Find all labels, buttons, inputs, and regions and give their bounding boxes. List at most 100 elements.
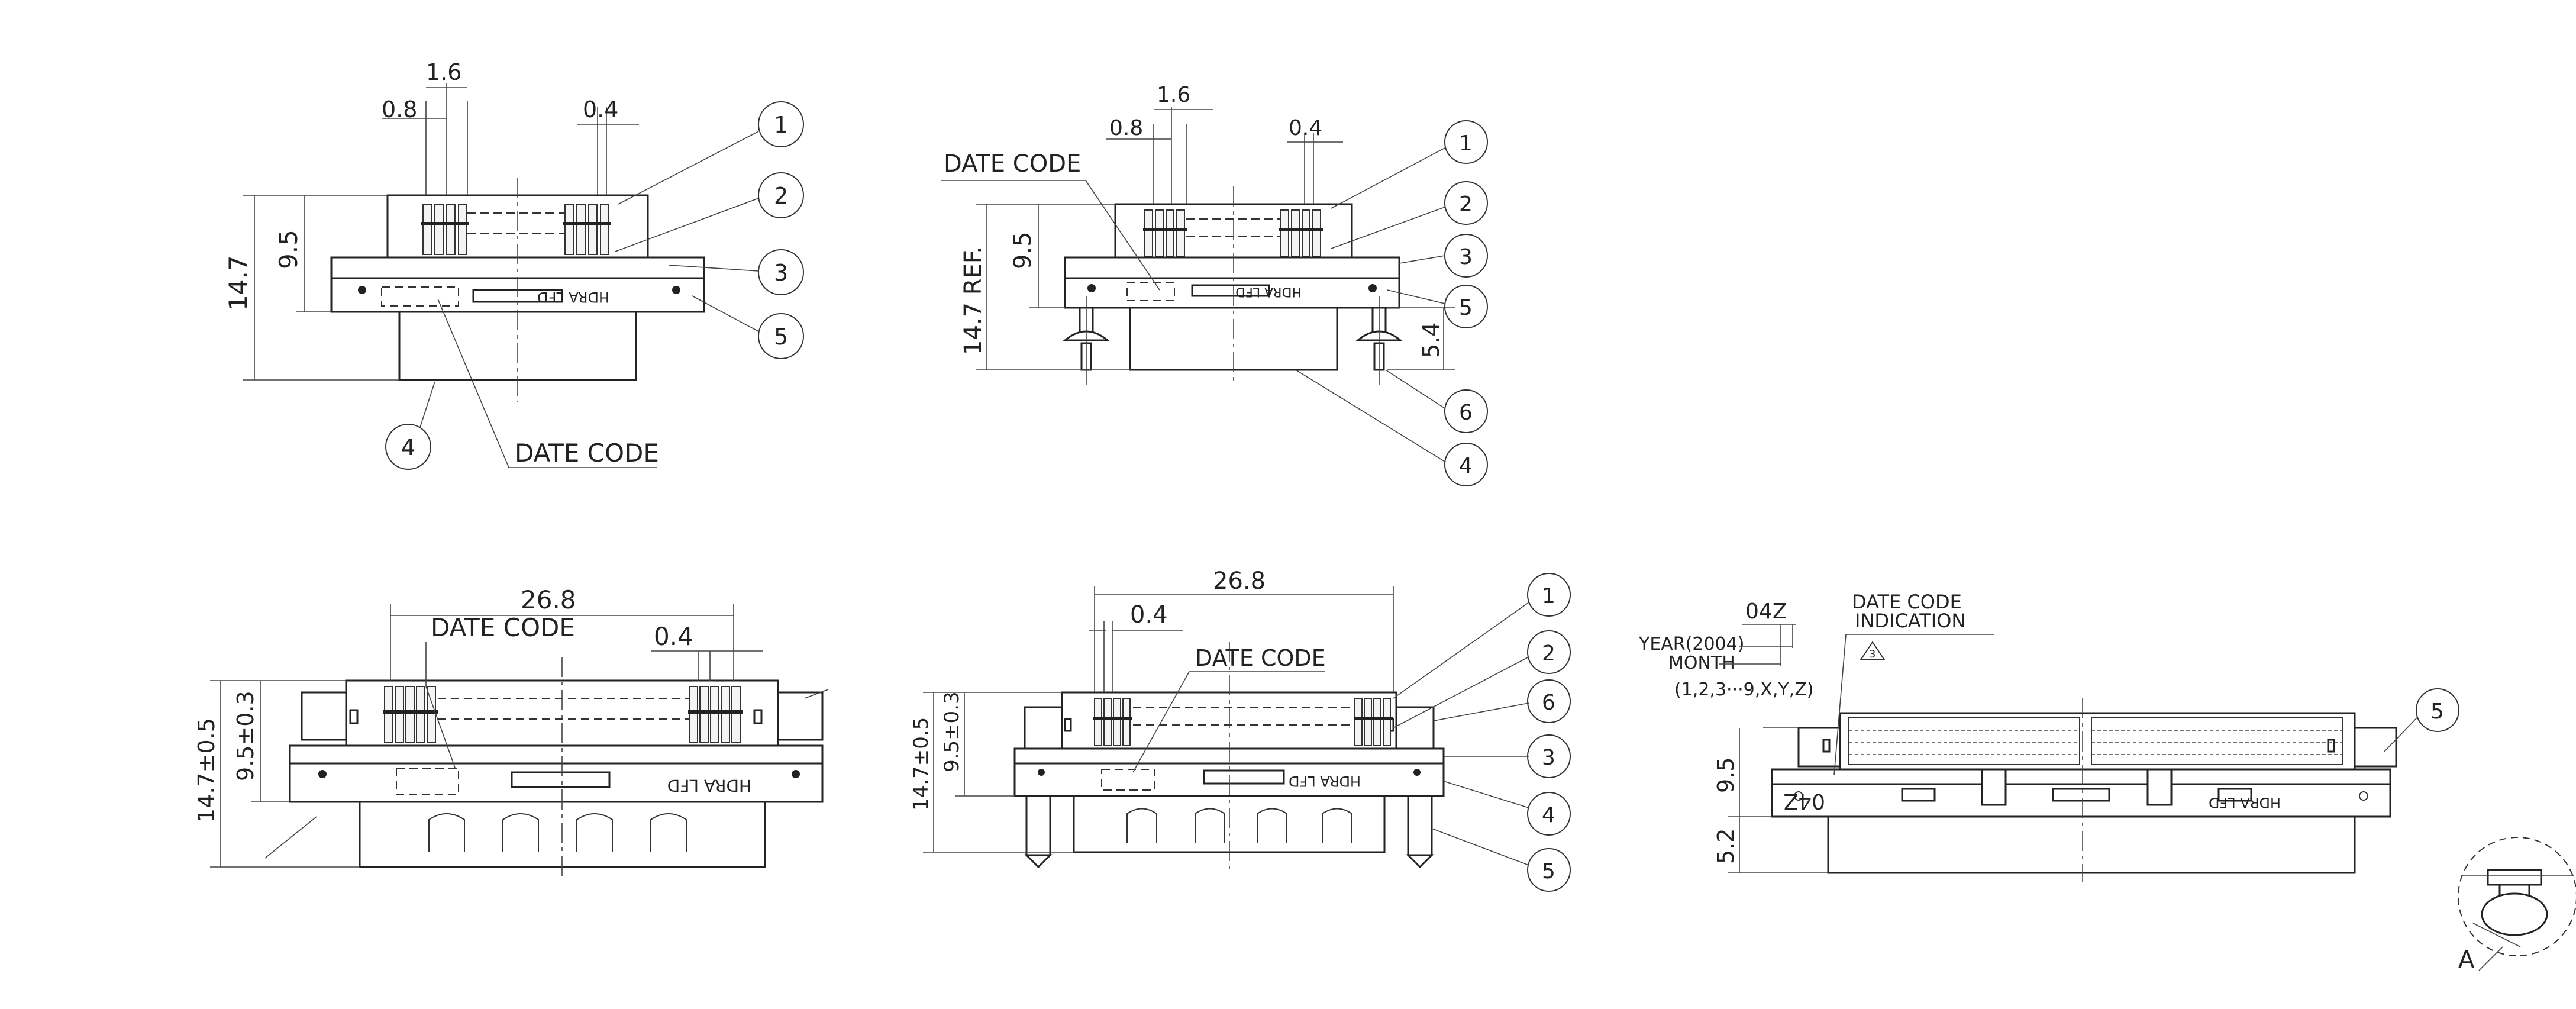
pin-group-left [421,204,469,255]
callout-4: 4 [1443,781,1571,836]
board-post-right [1406,795,1434,869]
year-label: YEAR(2004) [1638,634,1744,655]
mirror-date-code: 04Z [1784,789,1825,813]
part-marking: HDRA LFD [1289,773,1361,789]
callout-3: 3 [1444,734,1571,778]
pin-group-left [1093,698,1132,746]
pin-group-right [1354,698,1393,746]
dim-14-7-tol: 14.7±0.5 [193,718,219,823]
dim-0-4: 0.4 [583,96,618,123]
dim-0-4: 0.4 [1130,601,1168,628]
callout-2: 2 [1331,181,1488,249]
dim-9-5-tol: 9.5±0.3 [233,691,259,781]
svg-text:3: 3 [1542,746,1555,770]
indication-title-1: DATE CODE [1852,591,1962,613]
latch-right [777,691,824,741]
dim-26-8: 26.8 [1213,568,1266,595]
dim-1-6: 1.6 [426,59,461,85]
lower-windows [428,813,687,852]
callout-1: 1 [1393,573,1571,699]
contact-array-left [1848,717,2080,765]
month-values: (1,2,3···9,X,Y,Z) [1674,679,1813,700]
dim-9-5-tol: 9.5±0.3 [940,691,964,772]
dim-0-4: 0.4 [1289,116,1322,140]
svg-text:5: 5 [1459,296,1473,320]
callout-4: 4 [1295,369,1488,486]
part-marking: HDRA LFD [667,776,751,795]
date-code-label: DATE CODE [431,613,575,642]
callout-6: 6 [1385,369,1488,433]
callout-3: 3 [1399,234,1488,278]
screw-right [1355,296,1403,385]
pin-group-right [688,686,743,743]
upper-housing [1839,712,2356,771]
part-marking: HDRA LFD [1235,284,1302,299]
svg-text:1: 1 [774,112,788,138]
svg-text:5: 5 [1542,859,1555,884]
revision-mark: 3 [1869,648,1875,660]
callout-6: 6 [1433,679,1571,723]
callout-3: 3 [668,249,804,295]
callout-2: 2 [615,172,804,252]
latch-right [2354,727,2397,768]
svg-text:6: 6 [1542,691,1555,715]
latch-right [1395,706,1435,750]
callout-5: 5 [1387,285,1488,328]
svg-text:4: 4 [1459,454,1473,478]
flange [1771,768,2391,785]
flange [1064,256,1400,279]
svg-text:5: 5 [774,324,788,350]
view-top-left: HDRA LFD 1.6 0.8 0.4 14.7 9.5 1 2 3 5 4 … [224,59,804,470]
flange [289,744,824,765]
view-bottom-right: 04Z HDRA LFD 9.5 5.2 04Z DATE CODE INDIC… [1638,591,2576,973]
svg-text:2: 2 [1459,192,1473,217]
callout-2: 2 [1393,630,1571,728]
date-code-label: DATE CODE [944,150,1081,178]
dim-9-5: 9.5 [1713,757,1739,793]
month-label: MONTH [1668,653,1735,673]
latch-left [301,691,347,741]
svg-text:1: 1 [1459,131,1473,156]
part-marking: HDRA LFD [537,289,609,305]
pin-group-right [1279,209,1323,257]
date-code-indication: 04Z DATE CODE INDICATION 3 YEAR(2004) MO… [1638,591,1994,776]
view-bottom-left: HDRA LFD 26.8 0.4 DATE CODE 14.7±0.5 9.5… [193,585,829,876]
callout-1: 1 [1331,120,1488,209]
svg-text:5: 5 [2430,699,2444,724]
svg-text:1: 1 [1542,584,1555,608]
view-bottom-middle: HDRA LFD 26.8 0.4 DATE CODE [909,568,1571,892]
dim-26-8: 26.8 [521,585,576,614]
svg-text:4: 4 [401,434,415,460]
dim-14-7-tol: 14.7±0.5 [909,717,933,811]
dim-14-7: 14.7 [224,255,253,311]
detail-a: A [2458,837,2576,973]
latch-left [1024,706,1063,750]
callout-5: 5 [692,295,804,359]
latch-left [1797,727,1841,768]
callout-1: 1 [618,101,804,205]
callout-4: 4 [385,381,435,470]
callout-5: 5 [1431,828,1571,892]
dim-9-5: 9.5 [274,230,303,269]
contact-array-right [2091,717,2343,765]
dim-0-4: 0.4 [654,622,693,651]
screw-left [1062,296,1111,385]
detail-label: A [2458,946,2475,973]
view-top-middle: HDRA LFD 1.6 0.8 0.4 [941,83,1488,486]
dim-0-8: 0.8 [1109,116,1143,140]
indication-title-2: INDICATION [1855,610,1965,632]
dim-0-8: 0.8 [382,96,417,123]
svg-text:2: 2 [1542,641,1555,666]
dim-5-2: 5.2 [1713,829,1739,864]
lower-body [1827,815,2356,874]
pin-group-left [383,686,438,743]
pin-group-left [1143,209,1187,257]
svg-text:3: 3 [1459,245,1473,269]
dim-1-6: 1.6 [1157,83,1190,107]
pin-group-right [563,204,611,255]
dim-5-4: 5.4 [1418,323,1444,358]
dim-14-7-ref: 14.7 REF. [960,246,987,355]
date-code-label: DATE CODE [515,439,659,468]
date-code-label: DATE CODE [1195,645,1326,671]
